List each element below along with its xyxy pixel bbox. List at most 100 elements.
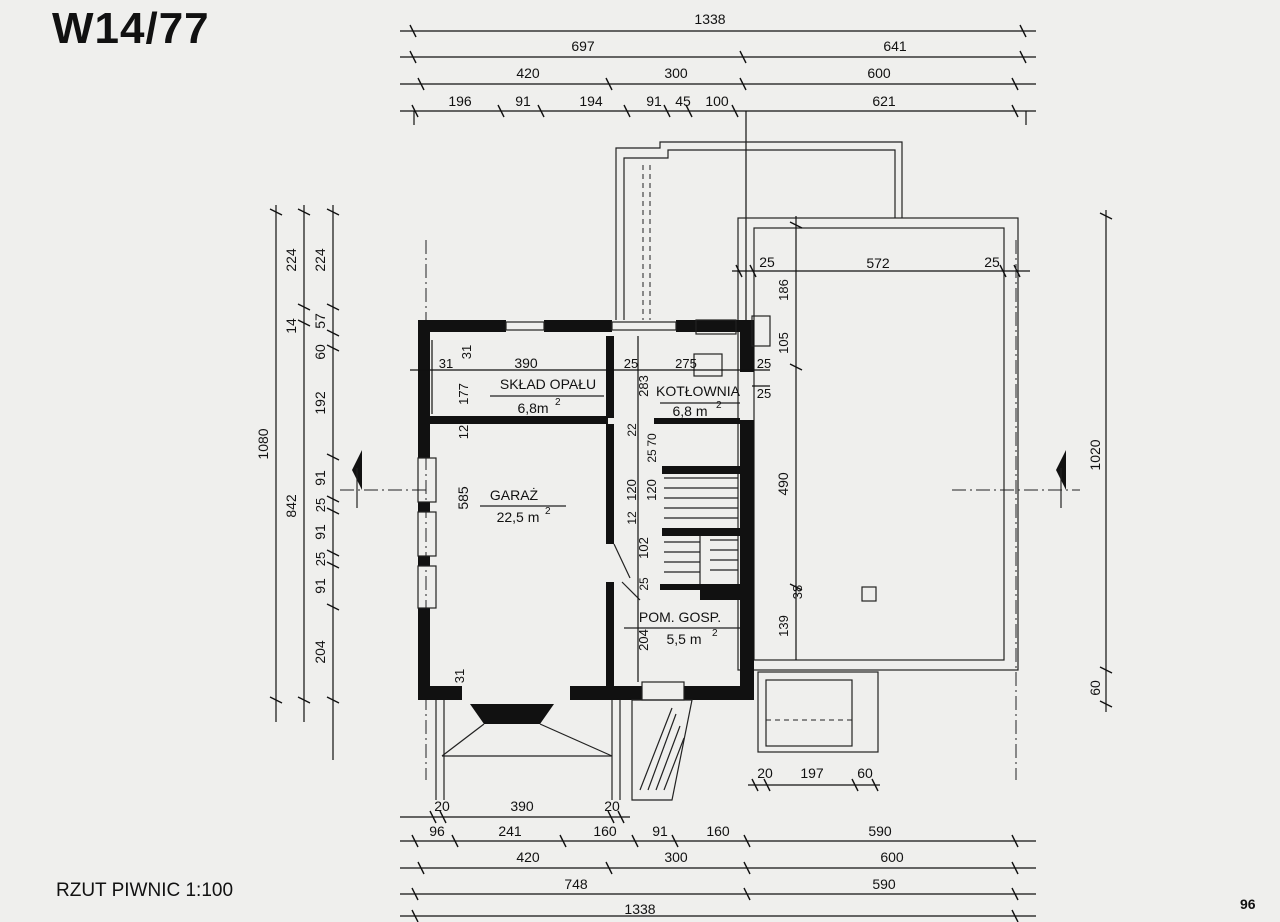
dim-stairs-b: 197: [800, 765, 824, 781]
dim-int-25f: 25: [763, 369, 765, 371]
dim-bot1-a: 96: [429, 823, 445, 839]
dim-int-275: 275: [675, 356, 697, 371]
dim-stairs-c: 60: [857, 765, 873, 781]
dim-terrace-c: 25: [984, 254, 1000, 270]
dim-terrace-a: 25: [759, 254, 775, 270]
dim-int-31c: 31: [452, 669, 467, 683]
entry-stairs-hatch: [631, 699, 693, 801]
dim-int-102: 102: [636, 537, 651, 559]
dim-int-70: 70: [645, 433, 659, 447]
dim-int-25e: 25: [637, 577, 651, 591]
dim-left-192: 192: [312, 391, 328, 415]
dim-top4-g: 621: [872, 93, 896, 109]
dim-entry-c: 20: [604, 798, 620, 814]
dim-entry-b: 390: [510, 798, 534, 814]
dim-int-25c: 25: [757, 386, 771, 401]
room-kotlownia-sup: 2: [716, 400, 722, 411]
dim-int-186: 186: [776, 279, 791, 301]
dim-left-14: 14: [283, 318, 299, 334]
room-garaz-area: 22,5 m: [497, 509, 540, 525]
room-kotlownia-area: 6,8 m: [672, 403, 707, 419]
windows-and-openings: [417, 315, 771, 701]
dim-int-25b: 25: [757, 356, 771, 371]
dim-int-12b: 12: [625, 511, 639, 525]
dim-left-91a: 91: [312, 470, 328, 486]
dim-left-91b: 91: [312, 524, 328, 540]
stairs: [613, 477, 738, 801]
top-dimension-chains: 1338 697 641 420 300 600 196 91 194 91 4…: [400, 11, 1036, 320]
dim-bot3-a: 748: [564, 876, 588, 892]
dim-int-25d: 25: [645, 449, 659, 463]
dim-int-31a: 31: [439, 356, 453, 371]
dim-int-283: 283: [636, 375, 651, 397]
room-pom-name: POM. GOSP.: [639, 609, 721, 625]
dim-top4-c: 194: [579, 93, 603, 109]
dim-int-120a: 120: [624, 479, 639, 501]
dim-int-139: 139: [776, 615, 791, 637]
dim-top4-e: 45: [675, 93, 691, 109]
room-garaz-name: GARAŻ: [490, 486, 539, 503]
dim-left-224b: 224: [312, 248, 328, 272]
dim-terrace-b: 572: [866, 255, 890, 271]
bottom-dimension-chains: 20 197 60 20 390 20 96 241 160 91 160 59…: [400, 765, 1036, 922]
dim-left-91c: 91: [312, 578, 328, 594]
dim-top3-a: 420: [516, 65, 540, 81]
dim-left-204: 204: [312, 640, 328, 664]
dim-top4-a: 196: [448, 93, 472, 109]
dim-top2-left: 697: [571, 38, 595, 54]
walls: [418, 320, 754, 700]
dim-bot1-b: 241: [498, 823, 522, 839]
dim-int-105: 105: [776, 332, 791, 354]
dim-stairs-a: 20: [757, 765, 773, 781]
dim-int-204: 204: [636, 629, 651, 651]
dim-bot2-b: 300: [664, 849, 688, 865]
dim-int-177: 177: [456, 383, 471, 405]
dim-top4-b: 91: [515, 93, 531, 109]
dim-int-22: 22: [625, 423, 639, 437]
dim-left-57: 57: [312, 313, 328, 329]
right-dimension-chain: 1020 60: [1087, 210, 1113, 712]
dim-bot1-f: 590: [868, 823, 892, 839]
dim-right-total: 1020: [1087, 439, 1103, 470]
dim-left-total: 1080: [255, 428, 271, 459]
terrace-outline: 25 572 25: [615, 141, 1030, 671]
room-labels: SKŁAD OPAŁU 6,8m 2 KOTŁOWNIA 6,8 m 2 GAR…: [480, 376, 741, 647]
dim-int-390: 390: [514, 355, 538, 371]
room-sklad-name: SKŁAD OPAŁU: [500, 376, 596, 392]
dim-top2-right: 641: [883, 38, 907, 54]
dim-bot2-c: 600: [880, 849, 904, 865]
room-pom-area: 5,5 m: [666, 631, 701, 647]
room-sklad-area: 6,8m: [517, 400, 548, 416]
dim-right-60: 60: [1087, 680, 1103, 696]
dim-bot1-d: 91: [652, 823, 668, 839]
dim-top4-f: 100: [705, 93, 729, 109]
room-kotlownia-name: KOTŁOWNIA: [656, 383, 741, 399]
room-garaz-sup: 2: [545, 506, 551, 517]
dim-bot1-c: 160: [593, 823, 617, 839]
garage-entry: [435, 671, 879, 800]
dim-bot3-b: 590: [872, 876, 896, 892]
dim-int-120b: 120: [644, 479, 659, 501]
left-dimension-chains: 1080 842 224 14 224 57 60 192 91 25 91 2…: [255, 205, 340, 760]
dim-top4-d: 91: [646, 93, 662, 109]
dim-int-38: 38: [790, 585, 805, 599]
dim-left-25a: 25: [313, 498, 328, 512]
interior-dimensions: 390 31 31 177 12 585 31 25 275 283 25 25…: [410, 279, 805, 683]
dim-bot4-total: 1338: [624, 901, 655, 917]
dim-left-224a: 224: [283, 248, 299, 272]
dim-left-60: 60: [312, 344, 328, 360]
dim-top1-total: 1338: [694, 11, 725, 27]
dim-int-490: 490: [775, 472, 791, 496]
dim-top3-b: 300: [664, 65, 688, 81]
page-title: W14/77: [52, 4, 210, 53]
dim-bot1-e: 160: [706, 823, 730, 839]
dim-entry-a: 20: [434, 798, 450, 814]
dim-int-12a: 12: [456, 425, 471, 439]
dim-int-585: 585: [455, 486, 471, 510]
dim-int-25a: 25: [624, 356, 638, 371]
page-number: 96: [1240, 896, 1256, 912]
drawing-caption: RZUT PIWNIC 1:100: [56, 880, 234, 901]
dim-top3-c: 600: [867, 65, 891, 81]
room-pom-sup: 2: [712, 628, 718, 639]
